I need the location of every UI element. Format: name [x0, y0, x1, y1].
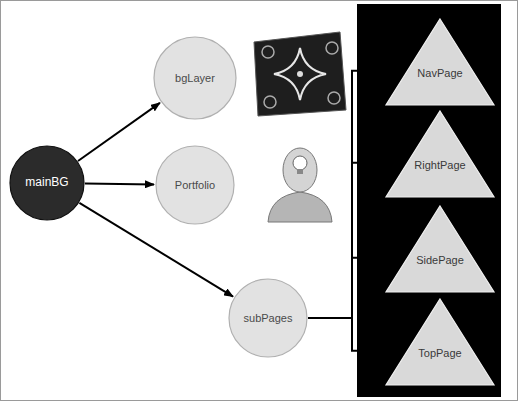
arrow-connector: [78, 103, 160, 161]
shape-fill: [10, 146, 84, 220]
node-label: SidePage: [416, 254, 464, 267]
triangle-outline: [385, 205, 495, 293]
node-label: TopPage: [418, 347, 461, 360]
arrow-connector: [308, 318, 406, 351]
arrow-connector: [308, 163, 406, 318]
node-label: Portfolio: [175, 179, 215, 192]
circle-node: subPages: [228, 278, 308, 358]
page-triangle: SidePage: [385, 205, 495, 293]
arrow-connector: [85, 183, 154, 186]
shape-fill: [386, 206, 494, 292]
shape-fill: [386, 299, 494, 385]
node-label: subPages: [244, 312, 293, 325]
dark-panel: [357, 4, 501, 397]
page-triangle: TopPage: [385, 298, 495, 386]
triangle-outline: [385, 110, 495, 198]
node-label: mainBG: [25, 176, 68, 190]
circle-node: mainBG: [9, 145, 85, 221]
shape-fill: [229, 279, 307, 357]
person-icon: [268, 148, 332, 222]
node-label: NavPage: [417, 67, 462, 80]
page-triangle: RightPage: [385, 110, 495, 198]
circle-node: Portfolio: [155, 145, 235, 225]
page-triangle: NavPage: [385, 18, 495, 106]
triangle-outline: [385, 18, 495, 106]
pattern-picture: [254, 32, 346, 116]
circle-node: bgLayer: [153, 36, 237, 120]
node-label: RightPage: [414, 159, 465, 172]
triangle-outline: [385, 298, 495, 386]
shape-fill: [156, 146, 234, 224]
shape-fill: [386, 111, 494, 197]
shape-fill: [154, 37, 236, 119]
shape-fill: [386, 19, 494, 105]
node-label: bgLayer: [175, 72, 215, 85]
